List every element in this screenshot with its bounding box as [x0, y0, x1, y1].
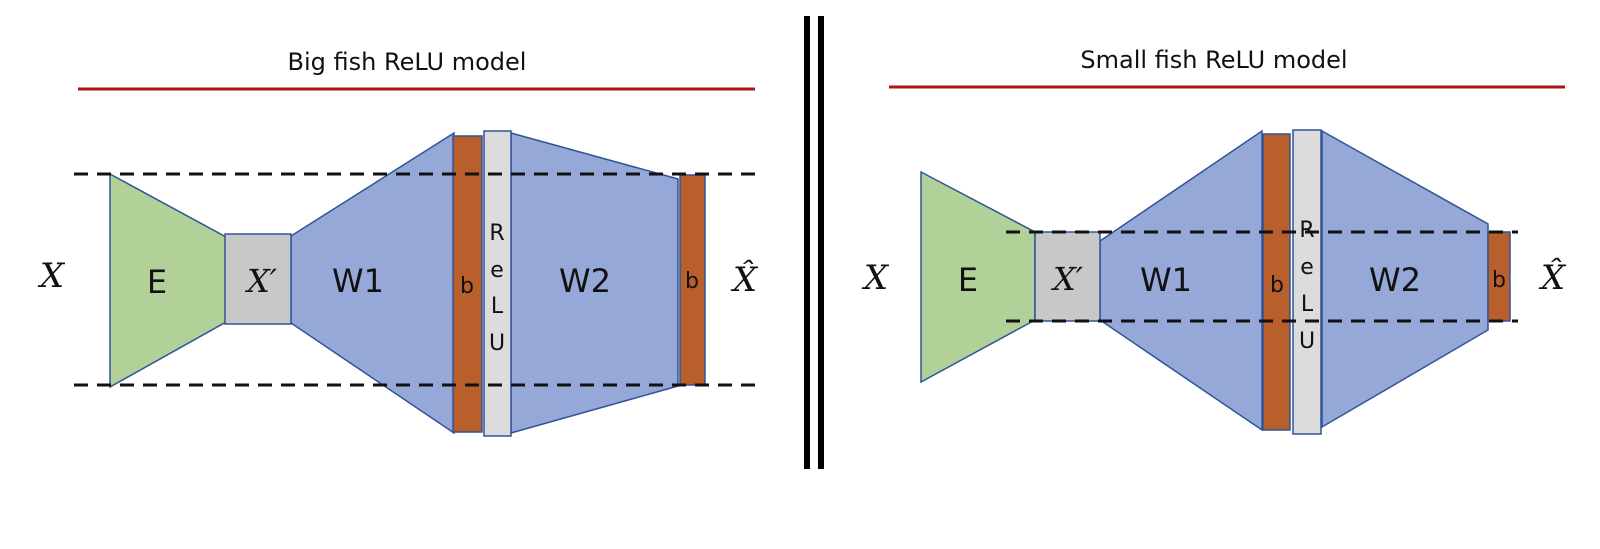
latent-label: X′ — [1050, 260, 1084, 298]
relu-bar — [483, 130, 512, 437]
bias-label-2: b — [685, 269, 699, 294]
panel-title: Big fish ReLU model — [288, 48, 527, 76]
panel-title: Small fish ReLU model — [1080, 46, 1347, 74]
bias-bar-1 — [452, 135, 483, 433]
w1-label: W1 — [1140, 261, 1192, 299]
divider-line — [804, 16, 810, 469]
relu-letter: U — [489, 331, 505, 356]
panel-big-fish: Big fish ReLU model X E X′ W1 b R e L U … — [37, 48, 759, 437]
panel-divider — [804, 16, 824, 469]
bias-label-1: b — [460, 274, 474, 299]
divider-line — [818, 16, 824, 469]
relu-letter: U — [1299, 329, 1315, 354]
relu-letter: e — [1300, 255, 1314, 280]
encoder-label: E — [958, 261, 978, 299]
bias-label-1: b — [1270, 273, 1284, 298]
relu-letter: R — [1299, 218, 1314, 243]
bias-bar-2 — [679, 174, 706, 386]
relu-bar — [1292, 129, 1322, 435]
bias-bar-1 — [1262, 133, 1291, 431]
input-label: X — [861, 258, 890, 298]
output-label: X̂ — [1538, 257, 1567, 298]
relu-letter: e — [490, 258, 504, 283]
latent-block — [1034, 231, 1101, 322]
latent-label: X′ — [244, 262, 278, 300]
relu-letter: R — [489, 221, 504, 246]
w1-label: W1 — [332, 262, 384, 300]
relu-letter: L — [1301, 292, 1314, 317]
encoder-block — [109, 172, 227, 389]
encoder-label: E — [147, 263, 167, 301]
relu-letter: L — [491, 294, 504, 319]
w2-label: W2 — [559, 262, 611, 300]
input-label: X — [37, 256, 66, 296]
w2-layer — [1321, 129, 1489, 429]
bias-label-2: b — [1492, 268, 1506, 293]
latent-block — [224, 233, 292, 325]
output-label: X̂ — [730, 259, 759, 300]
w2-label: W2 — [1369, 261, 1421, 299]
panel-small-fish: Small fish ReLU model X E X′ W1 b R e L … — [861, 46, 1567, 435]
